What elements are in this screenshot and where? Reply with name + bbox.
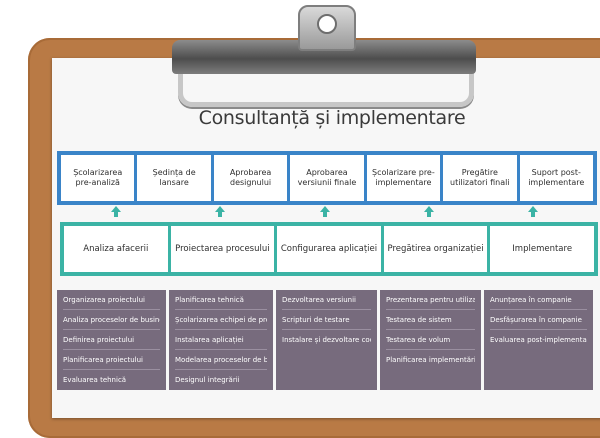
- phase-box: Ședința de lansare: [137, 155, 214, 201]
- clip-top: [298, 5, 356, 51]
- stage-box: Pregătirea organizației: [384, 226, 491, 272]
- task-item: Școlarizarea echipei de proiect: [175, 310, 267, 330]
- phase-box: Pregătire utilizatori finali: [443, 155, 520, 201]
- task-item: Dezvoltarea versiunii: [282, 290, 371, 310]
- stage-box: Proiectarea procesului: [171, 226, 278, 272]
- task-item: Planificarea implementării: [386, 355, 475, 364]
- task-item: Instalarea aplicației: [175, 330, 267, 350]
- task-item: Planificarea proiectului: [63, 350, 160, 370]
- task-item: Organizarea proiectului: [63, 290, 160, 310]
- up-arrow-icon: [424, 206, 434, 212]
- task-item: Evaluarea post-implementare: [490, 335, 587, 344]
- clip-hole: [317, 14, 337, 34]
- task-item: Modelarea proceselor de business: [175, 350, 267, 370]
- task-item: Testarea de sistem: [386, 310, 475, 330]
- up-arrow-icon: [215, 206, 225, 212]
- task-item: Designul integrării: [175, 375, 240, 384]
- task-item: Anunțarea în companie: [490, 290, 587, 310]
- phase-row: Școlarizarea pre-analiză Ședința de lans…: [57, 151, 597, 205]
- task-column: Planificarea tehnică Școlarizarea echipe…: [169, 290, 273, 390]
- task-item: Scripturi de testare: [282, 310, 371, 330]
- phase-box: Școlarizare pre-implementare: [367, 155, 444, 201]
- task-column: Prezentarea pentru utilizatori Testarea …: [380, 290, 481, 390]
- task-item: Testarea de volum: [386, 330, 475, 350]
- task-item: Definirea proiectului: [63, 330, 160, 350]
- phase-box: Suport post-implementare: [528, 168, 585, 187]
- up-arrow-icon: [528, 206, 538, 212]
- task-item: Desfășurarea în companie: [490, 310, 587, 330]
- stage-box: Implementare: [512, 244, 573, 254]
- task-columns: Organizarea proiectului Analiza procesel…: [57, 290, 597, 390]
- phase-box: Aprobarea versiunii finale: [290, 155, 367, 201]
- task-column: Organizarea proiectului Analiza procesel…: [57, 290, 166, 390]
- arrow-stem: [323, 212, 327, 217]
- stage-box: Configurarea aplicației: [277, 226, 384, 272]
- arrow-stem: [531, 212, 535, 217]
- up-arrow-icon: [320, 206, 330, 212]
- task-item: Planificarea tehnică: [175, 290, 267, 310]
- task-item: Analiza proceselor de business: [63, 310, 160, 330]
- arrow-stem: [218, 212, 222, 217]
- arrow-stem: [114, 212, 118, 217]
- phase-box: Școlarizarea pre-analiză: [61, 155, 138, 201]
- stage-box: Analiza afacerii: [64, 226, 171, 272]
- task-column: Anunțarea în companie Desfășurarea în co…: [484, 290, 593, 390]
- phase-box: Aprobarea designului: [214, 155, 291, 201]
- up-arrow-icon: [111, 206, 121, 212]
- diagram-title: Consultanță și implementare: [198, 107, 466, 129]
- task-item: Prezentarea pentru utilizatori: [386, 290, 475, 310]
- arrow-stem: [427, 212, 431, 217]
- task-item: Instalare și dezvoltare cod: [282, 335, 371, 344]
- stage-row: Analiza afacerii Proiectarea procesului …: [60, 222, 598, 276]
- task-column: Dezvoltarea versiunii Scripturi de testa…: [276, 290, 377, 390]
- clip-wire: [178, 50, 474, 107]
- task-item: Evaluarea tehnică: [63, 375, 127, 384]
